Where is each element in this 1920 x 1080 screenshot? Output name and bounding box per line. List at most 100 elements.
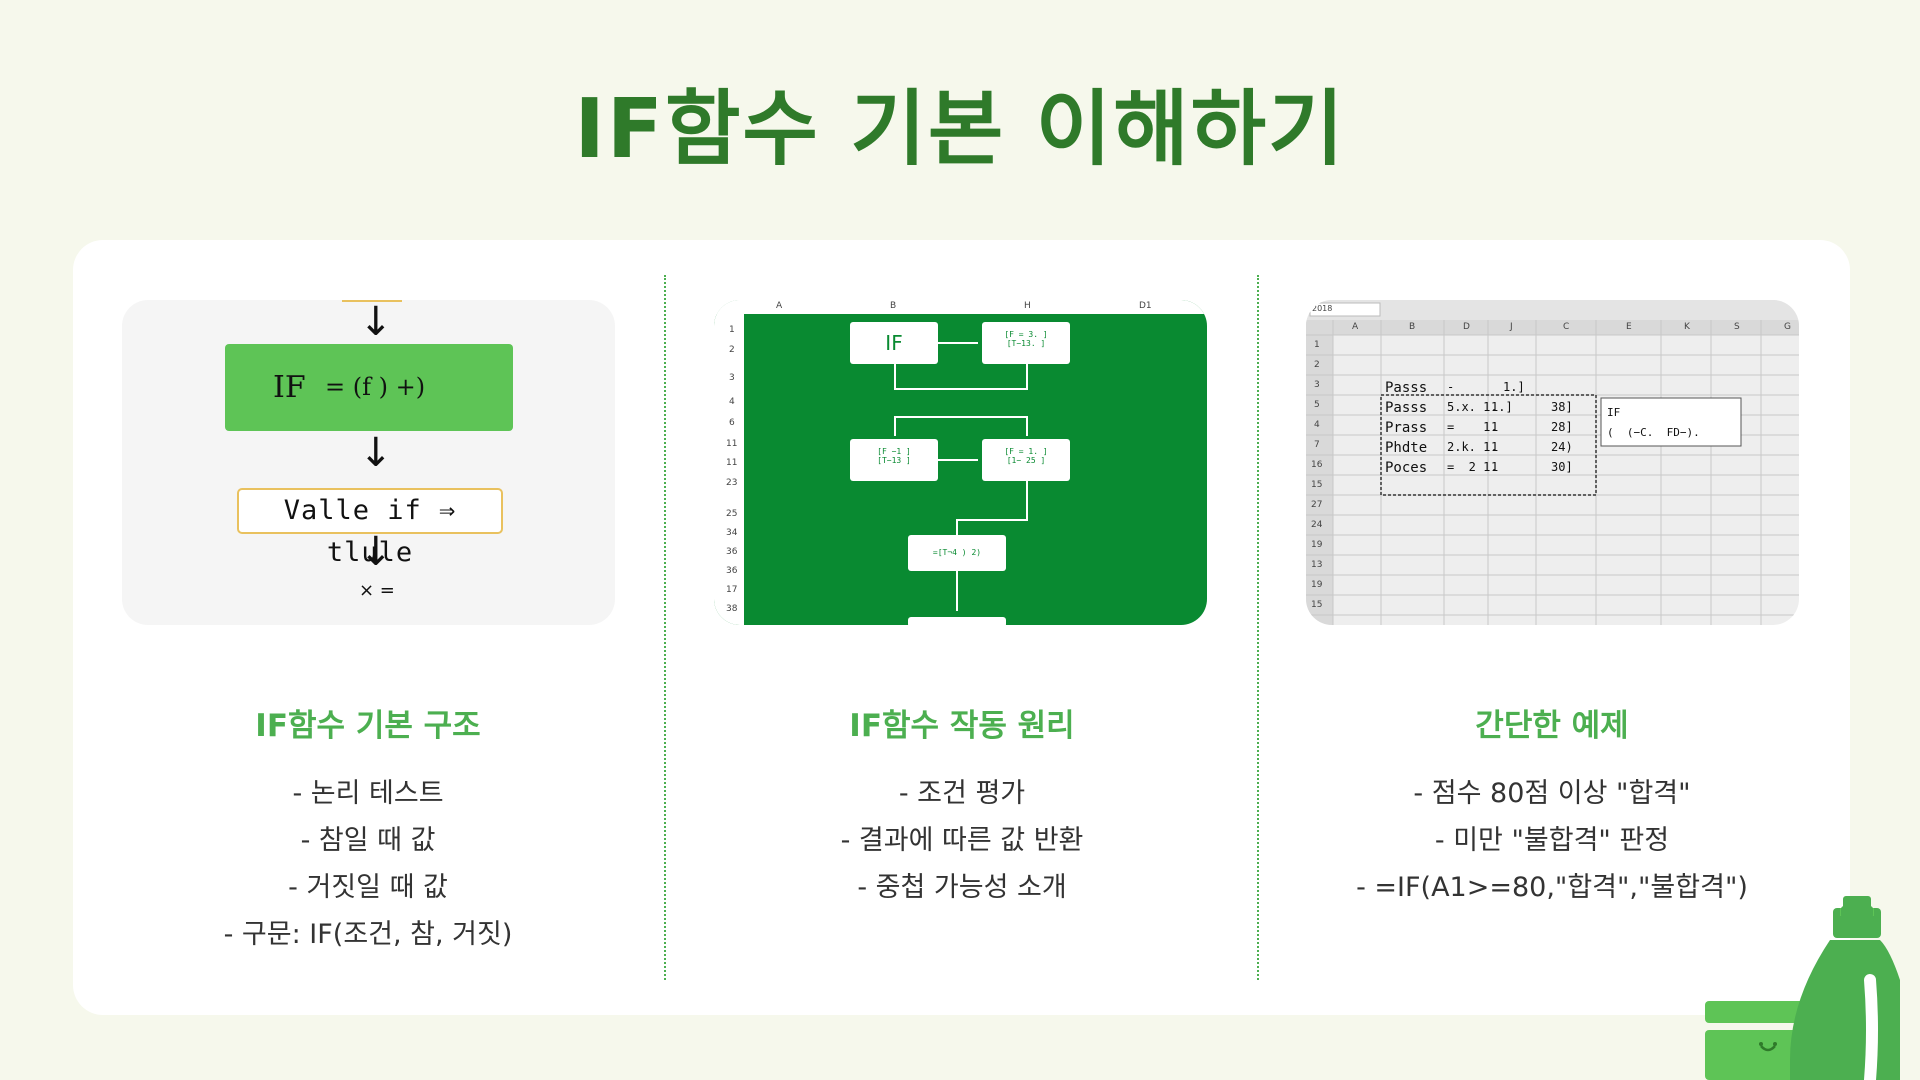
table-cell: 1.] xyxy=(1503,380,1525,394)
flow-box-bottom xyxy=(908,617,1006,625)
formula-if: IF xyxy=(273,370,306,405)
if-flow-diagram: A B H D1 1 2 3 4 6 11 11 23 25 34 36 36 … xyxy=(714,300,1207,625)
row-number: 7 xyxy=(1314,440,1320,450)
table-cell: 1 xyxy=(1491,420,1499,434)
row-number: 2 xyxy=(729,345,735,355)
row-number: 1 xyxy=(1314,340,1320,350)
table-cell: 30] xyxy=(1551,460,1573,474)
spreadsheet-example: 2018 A B D J C E K S G 1 2 3 5 4 7 16 15… xyxy=(1306,300,1799,625)
row-number: 11 xyxy=(726,458,738,468)
table-cell: Phdte xyxy=(1385,440,1428,456)
flow-box-result: =[T¬4 ) 2) xyxy=(908,535,1006,571)
table-cell: 28] xyxy=(1551,420,1573,434)
row-number: 19 xyxy=(1311,580,1323,590)
col-header: D xyxy=(1463,322,1470,332)
flow-box: [F −1 ] [T−13 ] xyxy=(850,439,938,481)
connector-line xyxy=(956,571,958,611)
diagram-footer: × = xyxy=(359,580,395,601)
name-box: 2018 xyxy=(1312,304,1333,313)
row-number: 13 xyxy=(1311,560,1323,570)
bullet-item: - 거짓일 때 값 xyxy=(288,872,448,903)
col-header: B xyxy=(890,301,897,311)
table-cell: 38] xyxy=(1551,400,1573,414)
row-number: 2 xyxy=(1314,360,1320,370)
row-number: 25 xyxy=(726,509,738,519)
bullet-item: - 점수 80점 이상 "합격" xyxy=(1413,778,1691,809)
connector-line xyxy=(956,519,1028,521)
row-number: 36 xyxy=(726,566,738,576)
col-header: S xyxy=(1734,322,1740,332)
row-number: 3 xyxy=(1314,380,1320,390)
bullet-item: - 결과에 따른 값 반환 xyxy=(840,825,1084,856)
column-heading: IF함수 작동 원리 xyxy=(849,708,1075,744)
bullet-item: - 구문: IF(조건, 참, 거짓) xyxy=(223,919,513,950)
row-number: 34 xyxy=(726,528,738,538)
row-number: 15 xyxy=(1311,600,1323,610)
table-cell: 2.k. 1. xyxy=(1447,440,1498,454)
column-divider xyxy=(1257,275,1259,980)
row-number: 16 xyxy=(1311,460,1323,470)
row-number: 4 xyxy=(729,397,735,407)
bullet-list: - 논리 테스트 - 참일 때 값 - 거짓일 때 값 - 구문: IF(조건,… xyxy=(73,770,663,958)
connector-line xyxy=(1026,481,1028,521)
table-cell: 1 xyxy=(1491,460,1499,474)
row-number: 23 xyxy=(726,478,738,488)
detergent-illustration xyxy=(1705,896,1900,1080)
down-arrow-icon: ↓ xyxy=(359,430,393,476)
table-cell: = 1. xyxy=(1447,420,1498,434)
flow-box: [F = 3. ] [T−13. ] xyxy=(982,322,1070,364)
column-divider xyxy=(664,275,666,980)
col-header: A xyxy=(776,301,783,311)
connector-line xyxy=(1026,364,1028,390)
formula-box: IF = (f ) +) xyxy=(225,344,513,431)
col-header: B xyxy=(1409,322,1416,332)
row-number: 5 xyxy=(1314,400,1320,410)
row-number: 6 xyxy=(729,418,735,428)
bullet-list: - 점수 80점 이상 "합격" - 미만 "불합격" 판정 - =IF(A1>… xyxy=(1257,770,1847,911)
bullet-list: - 조건 평가 - 결과에 따른 값 반환 - 중첩 가능성 소개 xyxy=(667,770,1257,911)
connector-line xyxy=(894,388,1028,390)
column-heading: IF함수 기본 구조 xyxy=(255,708,481,744)
row-number: 3 xyxy=(729,373,735,383)
row-header-bar xyxy=(714,300,744,625)
down-arrow-icon: ↓ xyxy=(359,529,393,575)
table-cell: 5.x. 1. xyxy=(1447,400,1498,414)
col-header: E xyxy=(1626,322,1632,332)
row-number: 4 xyxy=(1314,420,1320,430)
row-number: 38 xyxy=(726,604,738,614)
row-number: 24 xyxy=(1311,520,1323,530)
callout-text: ( (−C. FD−). xyxy=(1607,426,1700,439)
col-header: K xyxy=(1684,322,1690,332)
table-cell: - xyxy=(1447,380,1455,394)
bullet-item: - 미만 "불합격" 판정 xyxy=(1434,825,1670,856)
table-cell: Poces xyxy=(1385,460,1428,476)
column-header-bar xyxy=(714,300,1207,314)
callout-text: IF xyxy=(1607,406,1621,419)
table-cell: 24) xyxy=(1551,440,1573,454)
table-cell: Prass xyxy=(1385,420,1428,436)
page-title: IF함수 기본 이해하기 xyxy=(574,82,1346,177)
col-header: H xyxy=(1024,301,1031,311)
connector-line xyxy=(938,459,978,461)
row-number: 36 xyxy=(726,547,738,557)
bullet-item: - 논리 테스트 xyxy=(292,778,444,809)
col-header: G xyxy=(1784,322,1791,332)
row-number: 27 xyxy=(1311,500,1323,510)
row-number: 19 xyxy=(1311,540,1323,550)
formula-rest: = (f ) +) xyxy=(325,373,426,401)
col-header: D1 xyxy=(1139,301,1152,311)
value-box: Valle if ⇒ tlule xyxy=(237,488,503,568)
row-number: 11 xyxy=(726,439,738,449)
row-number: 1 xyxy=(729,325,735,335)
table-cell: Passs xyxy=(1385,400,1428,416)
down-arrow-icon: ↓ xyxy=(359,300,393,345)
connector-line xyxy=(1026,416,1028,436)
flow-box: [F = 1. ] [1− 25 ] xyxy=(982,439,1070,481)
bullet-item: - 조건 평가 xyxy=(898,778,1026,809)
bullet-item: - =IF(A1>=80,"합격","불합격") xyxy=(1356,872,1748,903)
connector-line xyxy=(938,342,978,344)
table-cell: = 2 1. xyxy=(1447,460,1498,474)
table-cell: Passs xyxy=(1385,380,1428,396)
connector-line xyxy=(894,416,896,436)
connector-line xyxy=(894,416,1028,418)
